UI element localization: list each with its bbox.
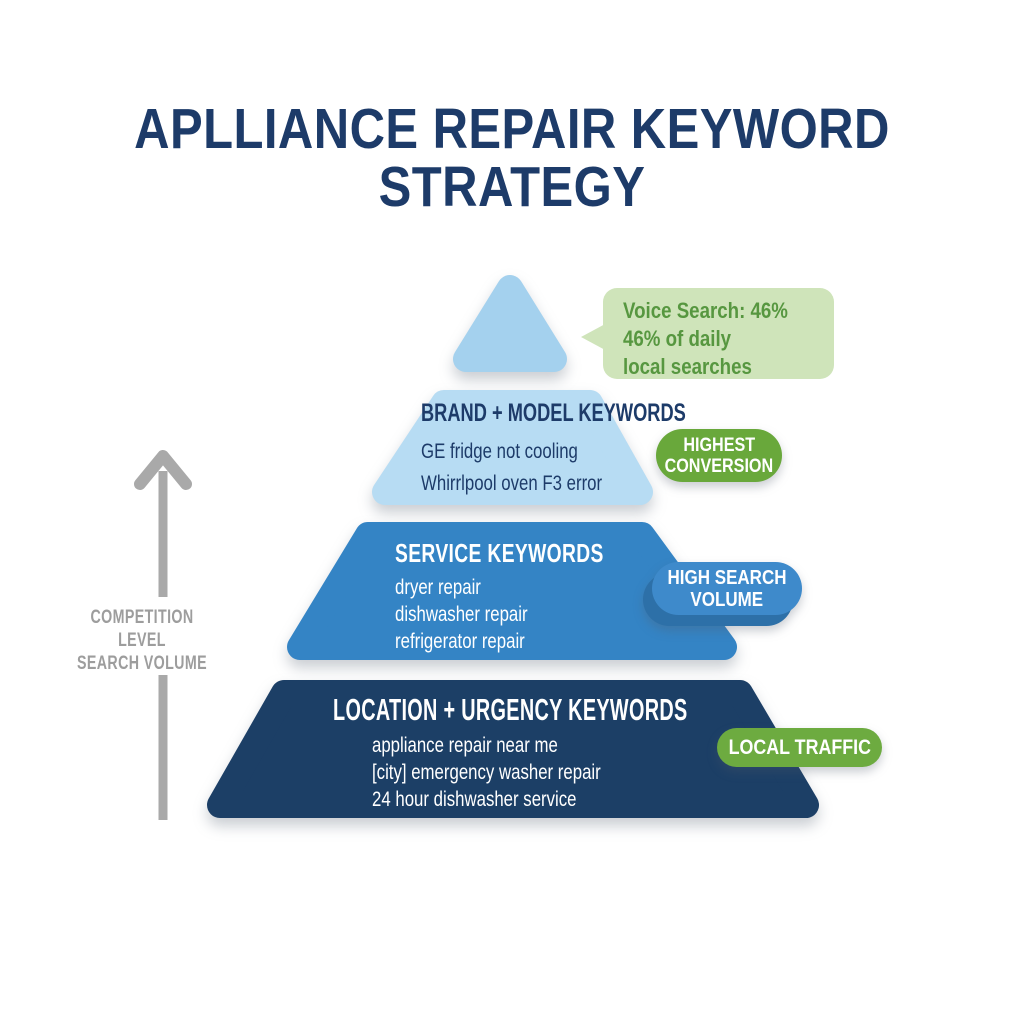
keyword-item: refrigerator repair [395, 630, 525, 653]
tier-brand-model-text: BRAND + MODEL KEYWORDS GE fridge not coo… [421, 401, 784, 500]
badge-line: HIGH SEARCH [667, 566, 787, 589]
keyword-item: dryer repair [395, 576, 481, 599]
badge-line: LOCAL TRAFFIC [728, 736, 871, 759]
axis-label-line-1: COMPETITION LEVEL [90, 607, 194, 651]
tier-location-urgency-title: LOCATION + URGENCY KEYWORDS [333, 692, 688, 727]
badge-line: CONVERSION [664, 455, 774, 477]
keyword-item: GE fridge not cooling [421, 440, 578, 463]
competition-axis-arrow [134, 450, 192, 820]
badge-line: HIGHEST [683, 434, 755, 456]
bubble-line-2: 46% of daily [623, 326, 732, 351]
tier-service-title: SERVICE KEYWORDS [395, 538, 604, 568]
tier-service-text: SERVICE KEYWORDS dryer repair dishwasher… [395, 540, 677, 655]
pyramid-tier-service-shape [287, 522, 737, 660]
axis-label-line-2: SEARCH VOLUME [77, 653, 207, 674]
pyramid-tier-location-shape [207, 680, 819, 818]
bubble-tail [581, 323, 607, 351]
tier-location-urgency-text: LOCATION + URGENCY KEYWORDS appliance re… [333, 694, 887, 813]
keyword-item: Whirrlpool oven F3 error [421, 472, 603, 495]
bubble-line-3: local searches [623, 354, 752, 379]
badge-highest-conversion: HIGHEST CONVERSION [656, 429, 782, 482]
voice-search-callout: Voice Search: 46% 46% of daily local sea… [603, 288, 834, 379]
page-title-line-1: APLLIANCE REPAIR KEYWORD [134, 97, 890, 161]
keyword-item: dishwasher repair [395, 603, 528, 626]
tier-brand-model-title: BRAND + MODEL KEYWORDS [421, 399, 686, 427]
keyword-item: [city] emergency washer repair [372, 761, 601, 784]
pyramid-tier-voice-shape [453, 275, 567, 372]
page-title-line-2: STRATEGY [378, 155, 646, 219]
badge-high-search-volume: HIGH SEARCH VOLUME [652, 562, 802, 615]
axis-label: COMPETITION LEVEL SEARCH VOLUME [66, 606, 218, 675]
up-arrow-head-icon [134, 450, 192, 490]
page-title: APLLIANCE REPAIR KEYWORD STRATEGY [72, 100, 953, 216]
bubble-line-1: Voice Search: 46% [623, 298, 788, 323]
keyword-item: 24 hour dishwasher service [372, 788, 577, 811]
badge-line: VOLUME [690, 588, 764, 611]
badge-local-traffic: LOCAL TRAFFIC [717, 728, 882, 767]
pyramid-tier-brand-model-shape [372, 390, 653, 505]
keyword-item: appliance repair near me [372, 734, 558, 757]
